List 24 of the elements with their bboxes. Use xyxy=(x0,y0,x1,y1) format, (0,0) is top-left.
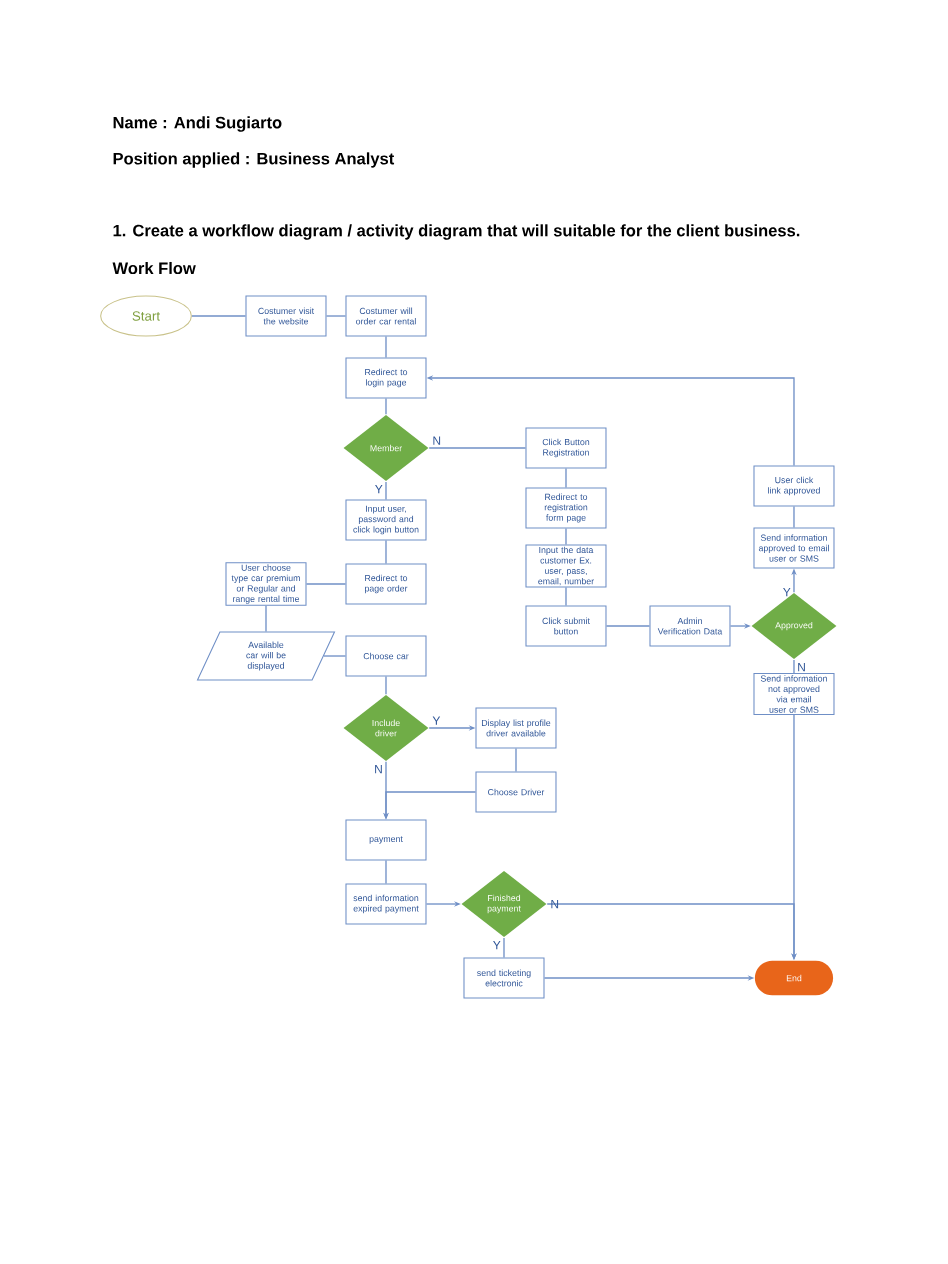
header-text: Position applied : Business Analyst xyxy=(113,152,395,168)
connector-line xyxy=(565,527,567,546)
connector-line xyxy=(428,447,527,449)
header-text: Name : Andi Sugiarto xyxy=(113,116,282,132)
connector-line xyxy=(385,539,387,565)
connector-line xyxy=(385,397,387,415)
connector-line xyxy=(325,315,347,317)
connector-line xyxy=(305,583,347,585)
connector-line xyxy=(515,747,517,773)
connector-line xyxy=(385,675,387,695)
connector-line xyxy=(265,605,267,633)
connector-line xyxy=(565,467,567,489)
connector-line xyxy=(385,335,387,359)
header-text: 1. Create a workflow diagram / activity diagram that will suitable for the client business. xyxy=(113,224,800,240)
connector-line xyxy=(191,315,247,317)
connector-line xyxy=(605,625,651,627)
heading: Work Flow xyxy=(112,261,196,275)
connector-line xyxy=(565,586,567,607)
connector-line xyxy=(385,481,387,501)
connector-line xyxy=(793,505,795,529)
connector-line xyxy=(503,937,505,959)
connector-line xyxy=(323,655,347,657)
connector-line xyxy=(793,659,795,674)
connector-line xyxy=(385,859,387,885)
